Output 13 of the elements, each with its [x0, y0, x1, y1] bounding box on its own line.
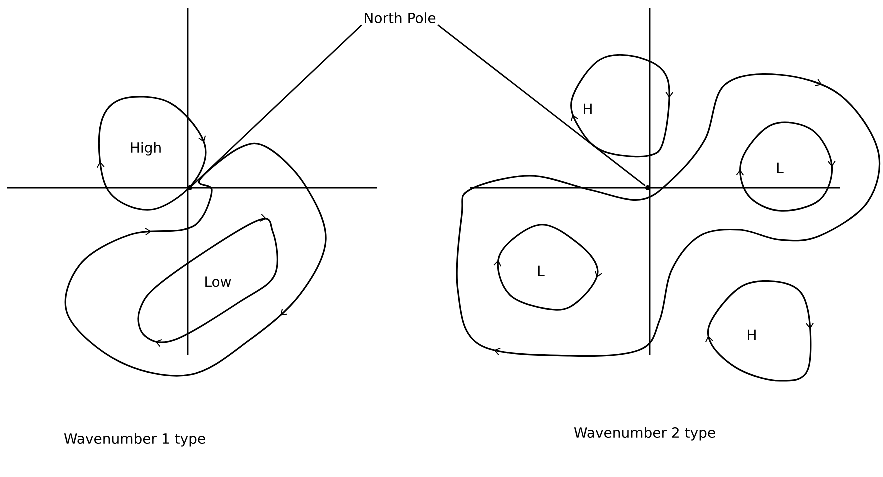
leader-line: [438, 24, 646, 187]
leader-line: [192, 24, 362, 186]
pressure-label: L: [538, 266, 545, 276]
pressure-label: H: [584, 104, 592, 114]
panel-caption: Wavenumber 1 type: [64, 433, 206, 447]
pressure-label: H: [748, 330, 756, 340]
pressure-label: L: [778, 162, 784, 174]
pole-point: [646, 186, 650, 190]
callout-text: North Pole: [365, 12, 436, 24]
pole-point: [188, 186, 192, 190]
panel-caption: Wavenumber 2 type: [574, 427, 716, 441]
pressure-label: Low: [206, 276, 232, 288]
pressure-label: High: [131, 142, 161, 156]
